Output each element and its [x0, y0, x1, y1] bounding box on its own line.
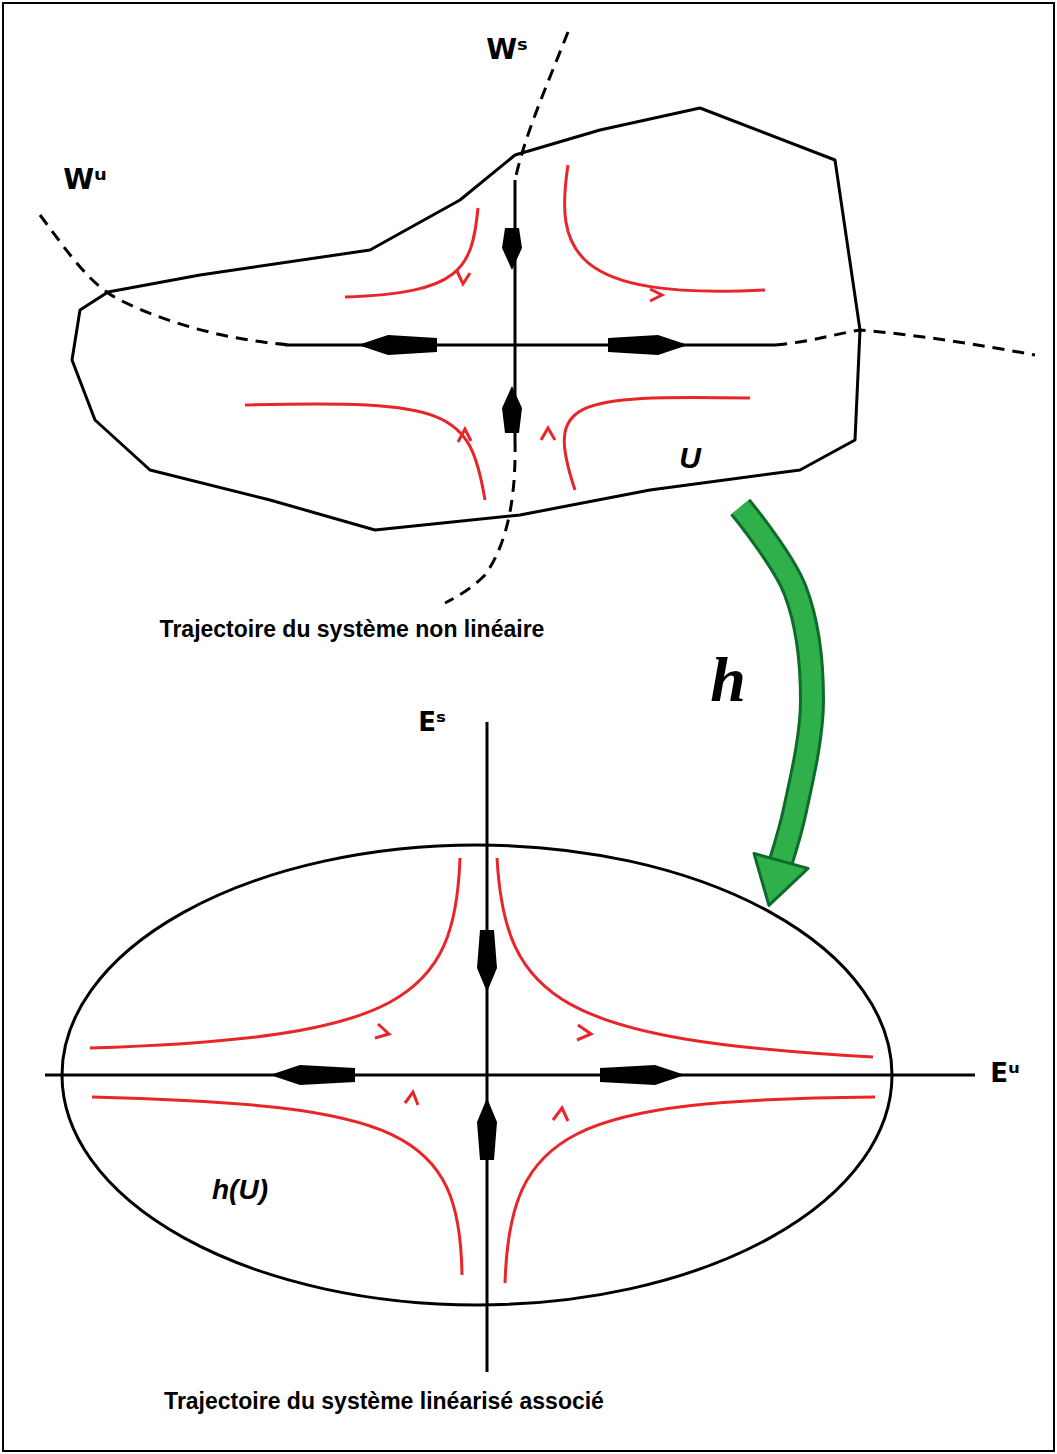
direction-arrow	[600, 1065, 685, 1085]
mapping-arrow-head	[754, 854, 808, 906]
direction-arrow	[502, 386, 522, 433]
mapping-arrow-shaft	[740, 507, 812, 861]
trajectory	[90, 858, 875, 1283]
trajectory	[565, 165, 765, 291]
region-h-u: h(U)	[60, 843, 894, 1307]
direction-arrow	[477, 1098, 497, 1160]
direction-arrow	[358, 335, 437, 355]
trajectory-arrow	[405, 1092, 418, 1105]
trajectory-arrow	[375, 1024, 389, 1038]
trajectory	[245, 404, 485, 500]
region-name: h(U)	[212, 1175, 268, 1206]
trajectory-arrow	[458, 429, 471, 442]
figure-caption: Trajectoire du système non linéaire	[160, 617, 545, 642]
frame	[3, 3, 1054, 1451]
mapping-arrow	[740, 507, 812, 905]
trajectory-arrow	[650, 289, 662, 301]
axis-line	[486, 722, 489, 1372]
direction-arrow	[477, 930, 497, 992]
axis-label: Eˢ	[418, 708, 446, 737]
trajectory	[245, 165, 765, 500]
manifold-label: Wᵘ	[63, 165, 107, 196]
trajectory	[90, 858, 460, 1048]
trajectory-arrow	[541, 428, 555, 440]
region-u: U	[65, 100, 865, 535]
direction-arrow	[270, 1065, 355, 1085]
trajectory	[505, 1097, 875, 1283]
trajectory	[497, 858, 873, 1057]
region-outline	[60, 843, 894, 1307]
manifold-label: Wˢ	[486, 35, 528, 66]
axis-label: Eᵘ	[990, 1059, 1020, 1088]
mapping-arrow-shaft	[740, 507, 812, 861]
figure-caption: Trajectoire du système linéarisé associé	[164, 1389, 604, 1414]
unstable-manifold	[775, 330, 1035, 355]
trajectory	[92, 1097, 462, 1275]
direction-arrow	[502, 228, 522, 270]
trajectory-arrow	[553, 1108, 568, 1121]
trajectory-arrow	[457, 271, 470, 284]
region-outline	[72, 108, 860, 530]
axis-line	[45, 1074, 975, 1077]
direction-arrow	[608, 335, 688, 355]
region-outline	[62, 845, 892, 1305]
map-label: h	[710, 645, 746, 715]
trajectory-arrow	[577, 1025, 591, 1040]
trajectory	[564, 397, 750, 490]
region-name: U	[679, 441, 701, 474]
trajectory	[345, 208, 478, 297]
region-outline	[65, 100, 865, 535]
